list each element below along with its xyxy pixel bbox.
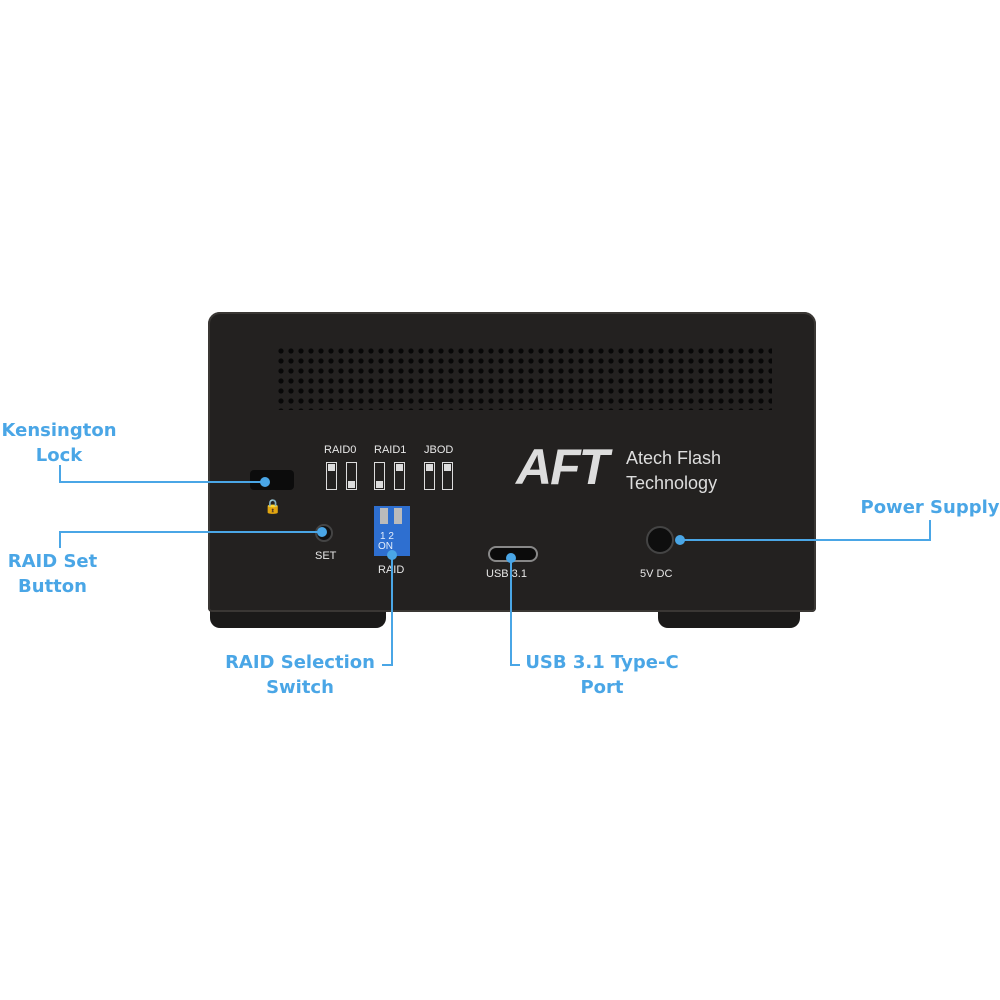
dip-diagram: [326, 462, 337, 490]
callout-power-supply: Power Supply: [860, 497, 1000, 518]
callout-dot: [506, 553, 516, 563]
kensington-lock-icon: 🔒: [264, 498, 282, 514]
callout-line: Port: [580, 677, 624, 698]
callout-line: USB 3.1 Type-C: [525, 652, 679, 673]
dc-label: 5V DC: [640, 568, 673, 580]
switch-on-label: ON: [378, 541, 393, 552]
brand-logo: AFT: [516, 439, 609, 495]
dip-diagram: [394, 462, 405, 490]
mode-raid0: RAID0: [324, 444, 357, 456]
mode-jbod: JBOD: [424, 444, 454, 456]
callout-line: RAID Selection: [225, 652, 375, 673]
dip-diagram: [424, 462, 435, 490]
usb-label: USB 3.1: [486, 568, 527, 580]
callout-dot: [387, 550, 397, 560]
callout-line: Lock: [35, 445, 83, 466]
brand-name-line: Atech Flash: [626, 448, 722, 468]
set-label: SET: [315, 550, 337, 562]
raid-selection-switch[interactable]: 1 2 ON: [374, 506, 410, 556]
mode-raid1: RAID1: [374, 444, 407, 456]
callout-dot: [260, 477, 270, 487]
callout-raid-selection-switch: RAID Selection Switch: [222, 650, 378, 700]
callout-line: Kensington: [1, 420, 117, 441]
switch-number-label: 1 2: [380, 531, 394, 542]
callout-raid-set-button: RAID Set Button: [0, 549, 105, 599]
brand-name: Atech Flash Technology: [626, 446, 721, 496]
callout-line: Switch: [266, 677, 334, 698]
callout-dot: [675, 535, 685, 545]
brand-name-line: Technology: [626, 473, 718, 493]
dip-diagram: [442, 462, 453, 490]
dip-diagram: [346, 462, 357, 490]
callout-line: Button: [18, 576, 87, 597]
callout-kensington-lock: Kensington Lock: [0, 418, 118, 468]
dc-power-jack[interactable]: [646, 526, 674, 554]
callout-line: RAID Set: [7, 551, 98, 572]
callout-usb-port: USB 3.1 Type-C Port: [520, 650, 684, 700]
dip-diagram: [374, 462, 385, 490]
vent-grille: [276, 346, 772, 410]
callout-dot: [317, 527, 327, 537]
